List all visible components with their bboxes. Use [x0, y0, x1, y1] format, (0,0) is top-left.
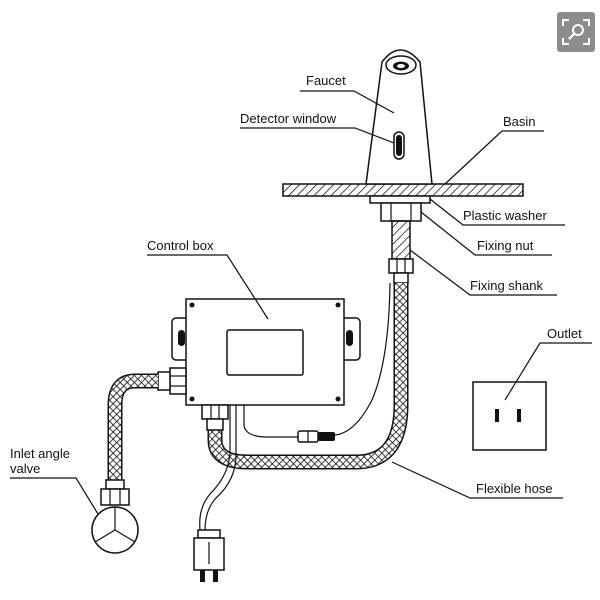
outlet-label: Outlet: [547, 326, 582, 341]
fixing-shank: [391, 220, 411, 260]
control-box-side-fitting: [157, 367, 187, 395]
faucet-body: [365, 49, 433, 185]
plastic-washer: [369, 195, 431, 204]
fixing-shank-label: Fixing shank: [470, 278, 543, 293]
inlet-angle-valve-label-line2: valve: [10, 461, 40, 476]
faucet-label: Faucet: [306, 73, 346, 88]
power-cable: [199, 405, 237, 531]
inlet-hose: [107, 373, 158, 480]
basin-slab: [282, 183, 524, 197]
control-box-label: Control box: [147, 238, 214, 253]
power-plug: [193, 529, 225, 582]
control-box-bottom-fitting: [201, 404, 229, 431]
detector-window: [396, 135, 402, 156]
zoom-icon: [562, 19, 590, 45]
inlet-angle-valve-label-line1: Inlet angle: [10, 446, 70, 461]
zoom-button[interactable]: [557, 12, 595, 52]
detector-window-label: Detector window: [240, 111, 337, 126]
fixing-nut: [380, 202, 422, 222]
flexible-hose: [207, 283, 409, 470]
flexible-hose-label: Flexible hose: [476, 481, 553, 496]
basin-label: Basin: [503, 114, 536, 129]
leader-lines: [10, 90, 592, 515]
hose-connector-top: [388, 258, 414, 284]
sensor-cable: [243, 282, 391, 443]
fixing-nut-label: Fixing nut: [477, 238, 534, 253]
inlet-angle-valve: [91, 479, 139, 554]
plastic-washer-label: Plastic washer: [463, 208, 547, 223]
control-box: [171, 298, 361, 406]
